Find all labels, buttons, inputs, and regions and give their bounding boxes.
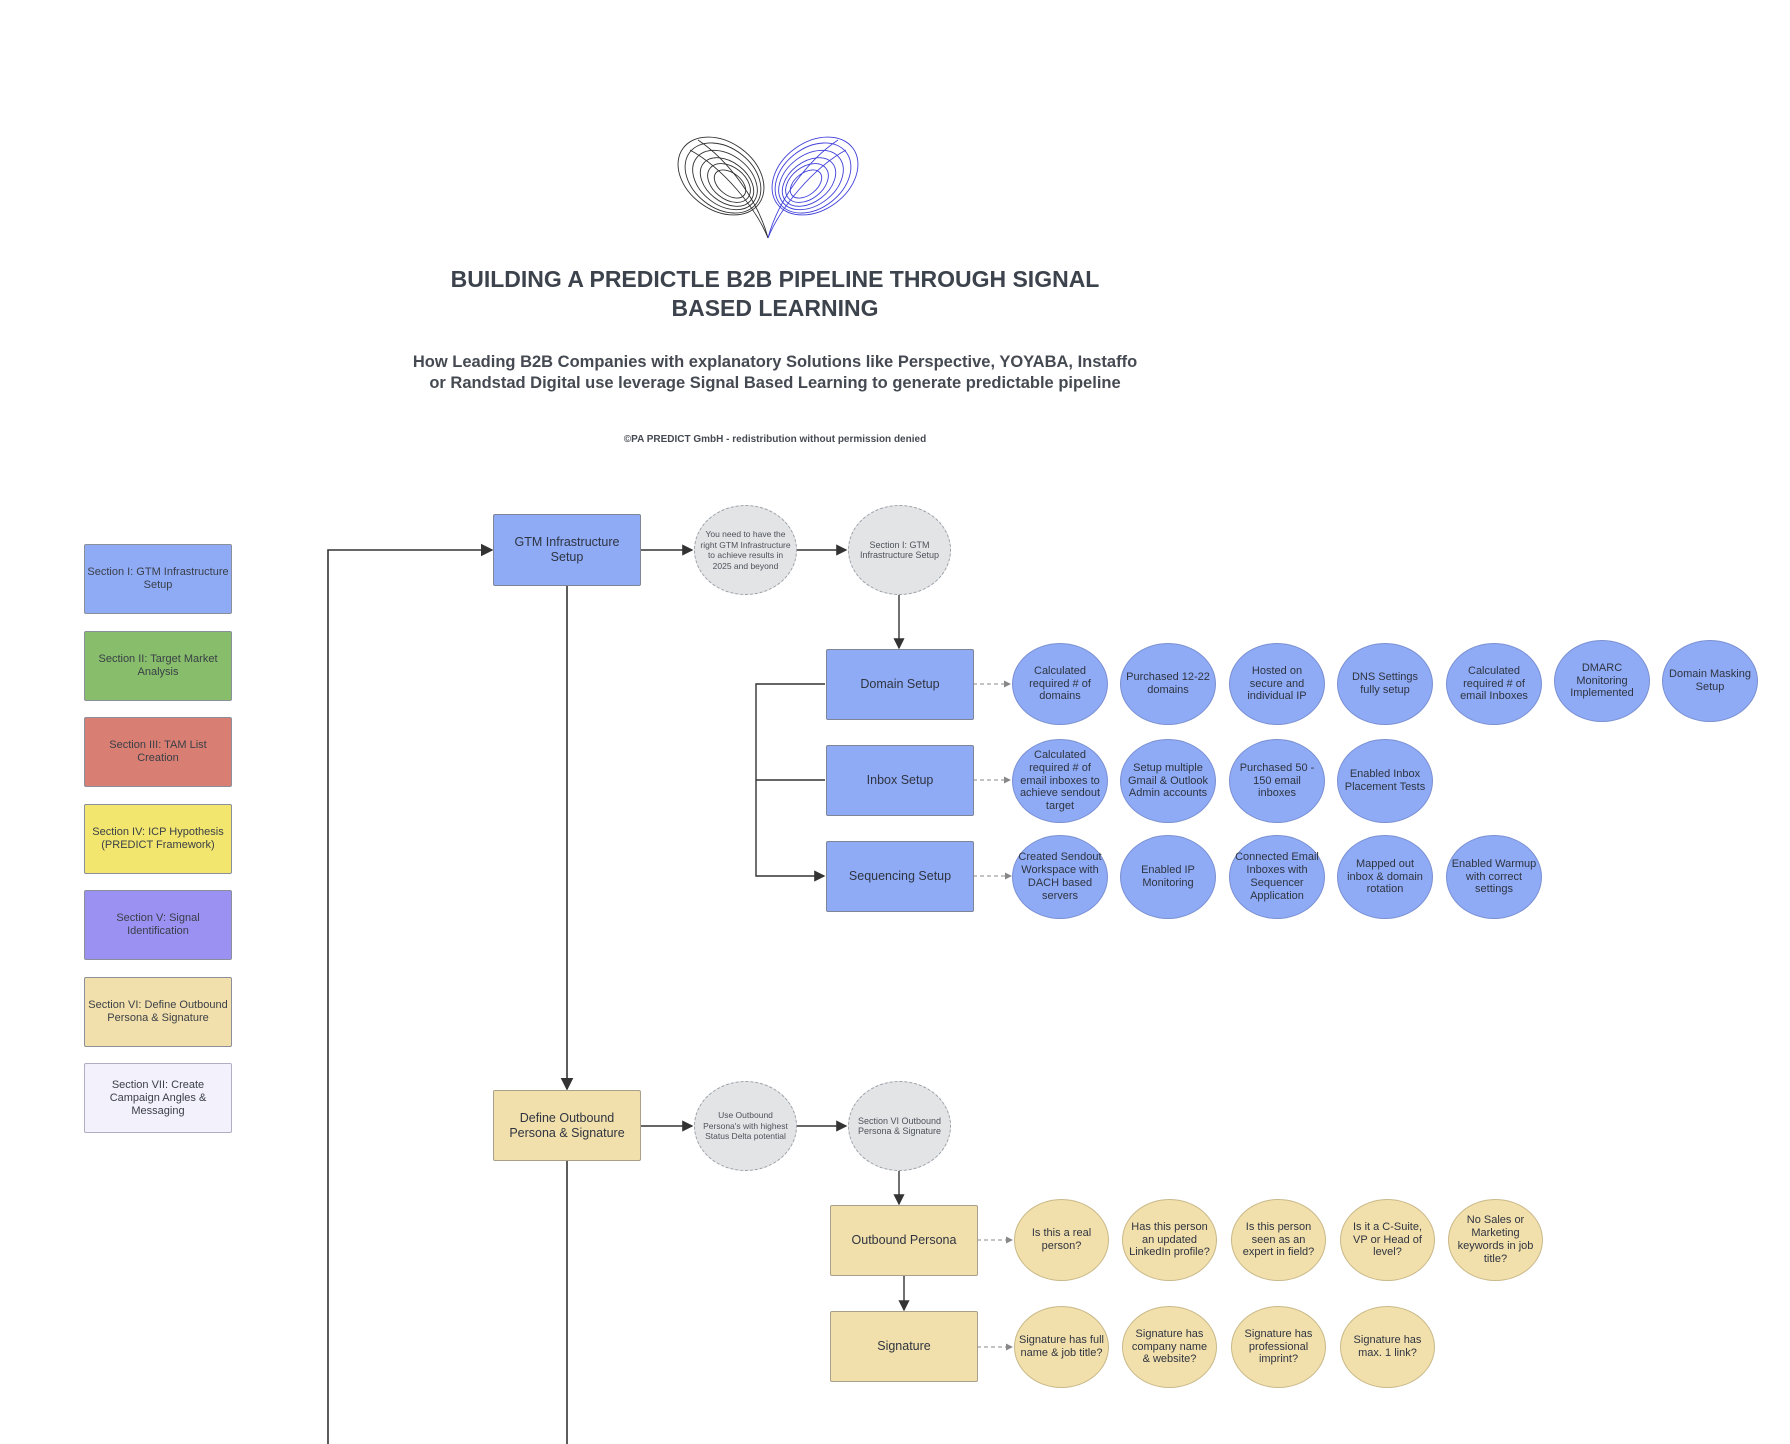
gtm-note[interactable]: You need to have the right GTM Infrastru… xyxy=(694,505,797,595)
inbox-item[interactable]: Purchased 50 - 150 email inboxes xyxy=(1229,739,1325,823)
signature-item[interactable]: Signature has full name & job title? xyxy=(1014,1306,1109,1388)
inbox-item[interactable]: Enabled Inbox Placement Tests xyxy=(1337,739,1433,823)
signature-item[interactable]: Signature has max. 1 link? xyxy=(1340,1306,1435,1388)
signature-box[interactable]: Signature xyxy=(830,1311,978,1382)
legend-section-7[interactable]: Section VII: Create Campaign Angles & Me… xyxy=(84,1063,232,1133)
legend-section-4[interactable]: Section IV: ICP Hypothesis (PREDICT Fram… xyxy=(84,804,232,874)
persona-section-note[interactable]: Section VI Outbound Persona & Signature xyxy=(848,1081,951,1171)
sequencing-item[interactable]: Mapped out inbox & domain rotation xyxy=(1337,835,1433,919)
page-title: BUILDING A PREDICTLE B2B PIPELINE THROUG… xyxy=(450,266,1100,321)
loop-connector xyxy=(327,543,494,1444)
inbox-setup-box[interactable]: Inbox Setup xyxy=(826,745,974,816)
persona-item[interactable]: Is this person seen as an expert in fiel… xyxy=(1231,1199,1326,1281)
legend-section-2[interactable]: Section II: Target Market Analysis xyxy=(84,631,232,701)
domain-item[interactable]: Purchased 12-22 domains xyxy=(1120,643,1216,725)
outbound-persona-box[interactable]: Outbound Persona xyxy=(830,1205,978,1276)
domain-item[interactable]: Calculated required # of domains xyxy=(1012,643,1108,725)
persona-item[interactable]: Has this person an updated LinkedIn prof… xyxy=(1122,1199,1217,1281)
sequencing-setup-box[interactable]: Sequencing Setup xyxy=(826,841,974,912)
signature-item[interactable]: Signature has professional imprint? xyxy=(1231,1306,1326,1388)
sequencing-item[interactable]: Enabled Warmup with correct settings xyxy=(1446,835,1542,919)
domain-item[interactable]: DMARC Monitoring Implemented xyxy=(1554,640,1650,722)
lorenz-butterfly-icon xyxy=(677,136,859,239)
domain-item[interactable]: Domain Masking Setup xyxy=(1662,640,1758,722)
sequencing-item[interactable]: Enabled IP Monitoring xyxy=(1120,835,1216,919)
sequencing-item[interactable]: Created Sendout Workspace with DACH base… xyxy=(1012,835,1108,919)
inbox-item[interactable]: Calculated required # of email inboxes t… xyxy=(1012,739,1108,823)
legend-section-3[interactable]: Section III: TAM List Creation xyxy=(84,717,232,787)
domain-item[interactable]: Calculated required # of email Inboxes xyxy=(1446,643,1542,725)
legend-section-1[interactable]: Section I: GTM Infrastructure Setup xyxy=(84,544,232,614)
legend-section-5[interactable]: Section V: Signal Identification xyxy=(84,890,232,960)
persona-note[interactable]: Use Outbound Persona's with highest Stat… xyxy=(694,1081,797,1171)
gtm-infrastructure-box[interactable]: GTM Infrastructure Setup xyxy=(493,514,641,586)
persona-item[interactable]: No Sales or Marketing keywords in job ti… xyxy=(1448,1199,1543,1281)
inbox-item[interactable]: Setup multiple Gmail & Outlook Admin acc… xyxy=(1120,739,1216,823)
domain-setup-box[interactable]: Domain Setup xyxy=(826,649,974,720)
domain-item[interactable]: DNS Settings fully setup xyxy=(1337,643,1433,725)
domain-item[interactable]: Hosted on secure and individual IP xyxy=(1229,643,1325,725)
define-outbound-persona-box[interactable]: Define Outbound Persona & Signature xyxy=(493,1090,641,1161)
page-subtitle: How Leading B2B Companies with explanato… xyxy=(412,353,1138,392)
signature-item[interactable]: Signature has company name & website? xyxy=(1122,1306,1217,1388)
copyright-notice: ©PA PREDICT GmbH - redistribution withou… xyxy=(623,434,927,445)
sequencing-item[interactable]: Connected Email Inboxes with Sequencer A… xyxy=(1229,835,1325,919)
persona-item[interactable]: Is this a real person? xyxy=(1014,1199,1109,1281)
persona-item[interactable]: Is it a C-Suite, VP or Head of level? xyxy=(1340,1199,1435,1281)
legend-section-6[interactable]: Section VI: Define Outbound Persona & Si… xyxy=(84,977,232,1047)
gtm-section-note[interactable]: Section I: GTM Infrastructure Setup xyxy=(848,505,951,595)
